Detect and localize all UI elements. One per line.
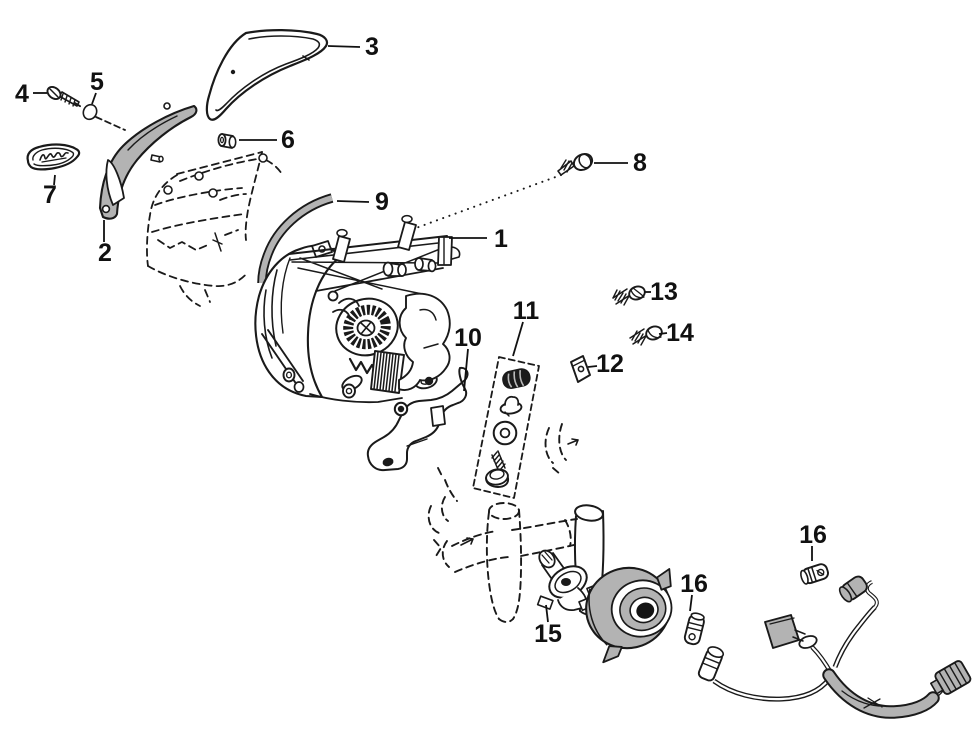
screw-13 — [612, 285, 646, 306]
screw-14 — [629, 325, 663, 346]
leader-line-14 — [658, 332, 668, 335]
harness-main-connector — [930, 660, 972, 695]
part-label-4: 4 — [15, 80, 29, 108]
dashed-fork-reference — [427, 423, 579, 623]
harness-connector-left — [697, 646, 725, 682]
boot-tab — [602, 645, 623, 664]
clip-plate-12 — [570, 355, 591, 383]
grommet-5 — [74, 102, 126, 131]
part-label-16: 16 — [680, 570, 708, 598]
headlight-mounting-frame — [288, 214, 461, 296]
headlight-adjusters — [382, 257, 437, 277]
leader-line-12 — [587, 365, 598, 368]
part-label-16: 16 — [799, 521, 827, 549]
front-cowl-panel — [98, 102, 198, 220]
part-label-13: 13 — [650, 278, 678, 306]
boot-tab — [656, 568, 672, 591]
bracket-10 — [366, 366, 469, 472]
part-label-1: 1 — [494, 225, 508, 253]
headlight-lower-strut — [261, 329, 356, 399]
pilot-bulb-16-left — [683, 612, 705, 646]
leader-line-11 — [512, 321, 524, 357]
emblem-script — [39, 151, 69, 161]
trim-strip — [257, 193, 334, 284]
screw-4 — [46, 86, 80, 107]
harness-relay-connector — [764, 614, 818, 649]
leader-line-5 — [91, 92, 97, 105]
headlight-assembly — [254, 214, 461, 404]
wiring-harness — [697, 575, 972, 719]
windscreen-hole — [230, 69, 236, 75]
kit-bolt — [485, 450, 510, 488]
harness-socket-connector — [838, 575, 868, 603]
emblem — [26, 143, 81, 171]
part-label-15: 15 — [534, 620, 562, 648]
leader-line-15 — [545, 604, 549, 623]
part-label-9: 9 — [375, 188, 389, 216]
part-label-8: 8 — [633, 149, 647, 177]
headlight-bulb-15 — [536, 549, 603, 612]
collar-6 — [217, 133, 237, 149]
kit-washer — [492, 420, 518, 446]
kit-nut — [499, 395, 523, 417]
leader-line-9 — [336, 200, 370, 203]
headlight-socket — [332, 297, 399, 357]
screw-8 — [415, 153, 594, 229]
mount-kit-11 — [472, 356, 540, 499]
part-label-5: 5 — [90, 68, 104, 96]
screw-14-head — [645, 325, 663, 341]
screw-13-head — [628, 285, 646, 301]
part-label-2: 2 — [98, 239, 112, 267]
part-label-6: 6 — [281, 126, 295, 154]
headlight-right-housing — [398, 292, 451, 391]
windscreen — [205, 29, 329, 121]
headlight-boot — [585, 566, 673, 664]
part-label-12: 12 — [596, 350, 624, 378]
screw-8-head — [572, 153, 594, 171]
kit-dashed-box — [472, 356, 540, 499]
headlight-ribbed-block — [370, 350, 405, 394]
part-label-11: 11 — [513, 297, 540, 325]
leader-line-3 — [327, 45, 361, 48]
part-label-7: 7 — [43, 181, 57, 209]
dashed-inner-cowl-reference — [146, 151, 284, 307]
part-label-3: 3 — [365, 33, 379, 61]
bracket-hole — [382, 457, 394, 467]
bulb-glass-tip — [538, 549, 556, 569]
kit-grommet — [502, 368, 531, 389]
bracket-grommet — [424, 376, 434, 386]
leader-line-10 — [463, 348, 469, 392]
leader-line-16 — [689, 594, 693, 612]
part-label-10: 10 — [454, 324, 482, 352]
leader-line-7 — [53, 174, 56, 186]
pilot-bulb-16-right — [800, 563, 829, 585]
part-label-14: 14 — [666, 319, 694, 347]
